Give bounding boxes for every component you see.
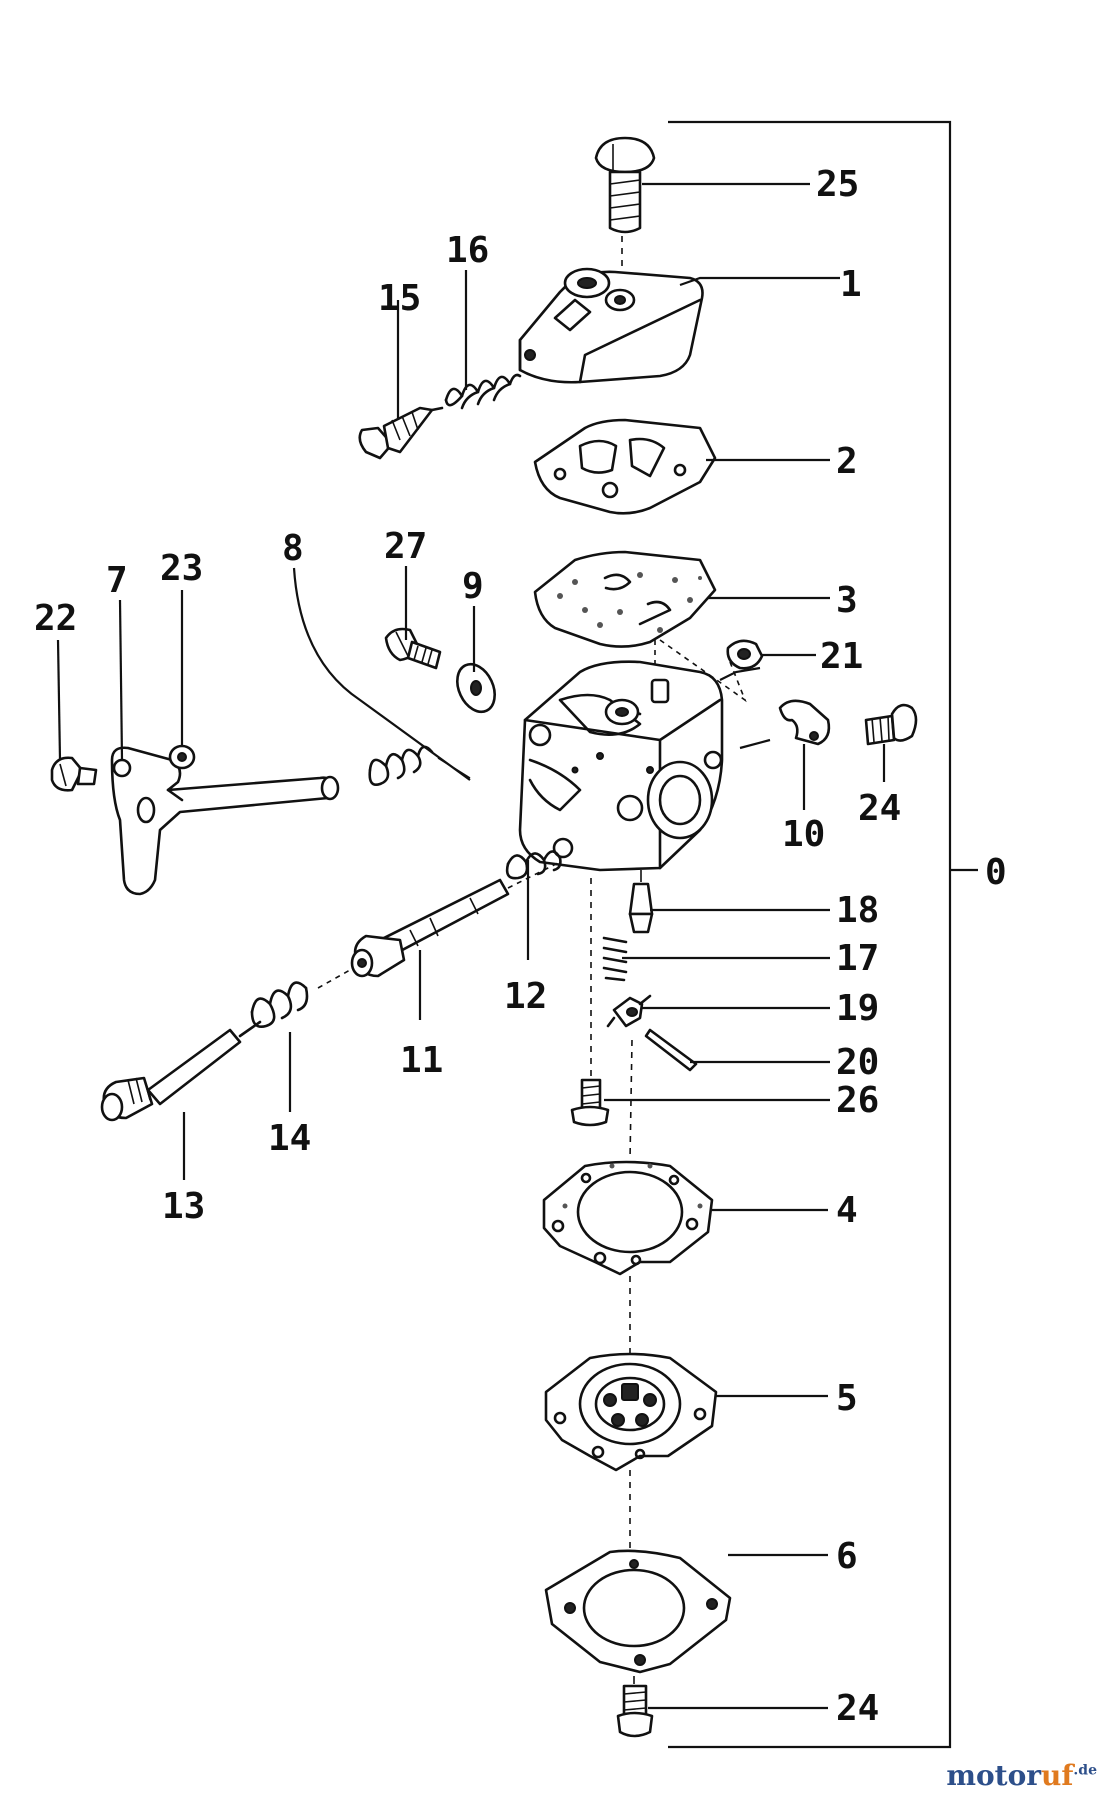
callout-20: 20 xyxy=(836,1042,879,1083)
watermark-brand-main: motor xyxy=(946,1759,1042,1792)
callout-22: 22 xyxy=(34,598,77,639)
callout-4: 4 xyxy=(836,1190,858,1231)
part-26-screw xyxy=(570,878,610,1127)
part-25-screw xyxy=(594,136,656,275)
callout-0: 0 xyxy=(985,852,1007,893)
part-21-cap xyxy=(726,639,764,670)
part-3-diaphragm xyxy=(533,550,717,648)
motoruf-watermark-logo: motoruf.de xyxy=(946,1759,1097,1792)
callout-3: 3 xyxy=(836,580,858,621)
part-14-spring xyxy=(250,969,351,1028)
part-20-pin xyxy=(644,1028,698,1072)
callout-8: 8 xyxy=(282,528,304,569)
watermark-brand-accent: uf xyxy=(1041,1759,1074,1792)
callout-13: 13 xyxy=(162,1186,205,1227)
part-11-throttle-shaft xyxy=(350,861,561,978)
callout-5: 5 xyxy=(836,1378,858,1419)
part-9-washer xyxy=(456,662,496,714)
part-23-washer xyxy=(168,744,196,770)
callout-23: 23 xyxy=(160,548,203,589)
part-27-screw xyxy=(384,627,442,670)
callout-10: 10 xyxy=(782,814,825,855)
callout-16: 16 xyxy=(446,230,489,271)
callout-12: 12 xyxy=(504,976,547,1017)
callout-9: 9 xyxy=(462,566,484,607)
part-4-gasket xyxy=(542,1160,714,1276)
callout-26: 26 xyxy=(836,1080,879,1121)
carburetor-body xyxy=(518,660,724,872)
part-8-spring xyxy=(368,745,471,786)
part-24-screw-bottom xyxy=(616,1676,654,1738)
callout-15: 15 xyxy=(378,278,421,319)
part-15-needle-screw xyxy=(358,406,444,460)
leader-lines xyxy=(56,182,886,1710)
callout-18: 18 xyxy=(836,890,879,931)
callout-6: 6 xyxy=(836,1536,858,1577)
part-5-metering-diaphragm xyxy=(544,1352,718,1472)
assembly-bracket xyxy=(668,120,978,1749)
callout-14: 14 xyxy=(268,1118,311,1159)
part-24-screw-right xyxy=(864,703,918,746)
watermark-brand-tld: .de xyxy=(1073,1762,1097,1779)
callout-labels: 0 1 2 3 4 5 6 7 8 9 10 11 12 13 14 15 16… xyxy=(34,164,1007,1729)
part-2-gasket xyxy=(533,418,717,515)
callout-24-bottom: 24 xyxy=(836,1688,879,1729)
part-6-cover-plate xyxy=(544,1549,732,1674)
part-22-screw xyxy=(50,756,98,792)
part-17-spring xyxy=(602,936,628,982)
callout-11: 11 xyxy=(400,1040,443,1081)
part-16-spring xyxy=(444,373,522,410)
callout-17: 17 xyxy=(836,938,879,979)
part-7-lever xyxy=(110,746,340,896)
part-13-needle xyxy=(100,1020,262,1122)
callout-25: 25 xyxy=(816,164,859,205)
callout-1: 1 xyxy=(840,264,862,305)
callout-2: 2 xyxy=(836,441,858,482)
part-18-needle-valve xyxy=(628,870,654,934)
part-19-lever xyxy=(606,994,652,1028)
callout-24-right: 24 xyxy=(858,788,901,829)
callout-19: 19 xyxy=(836,988,879,1029)
part-10-clip xyxy=(778,699,831,746)
callout-27: 27 xyxy=(384,526,427,567)
callout-7: 7 xyxy=(106,560,128,601)
callout-21: 21 xyxy=(820,636,863,677)
part-1-cover xyxy=(518,267,704,384)
